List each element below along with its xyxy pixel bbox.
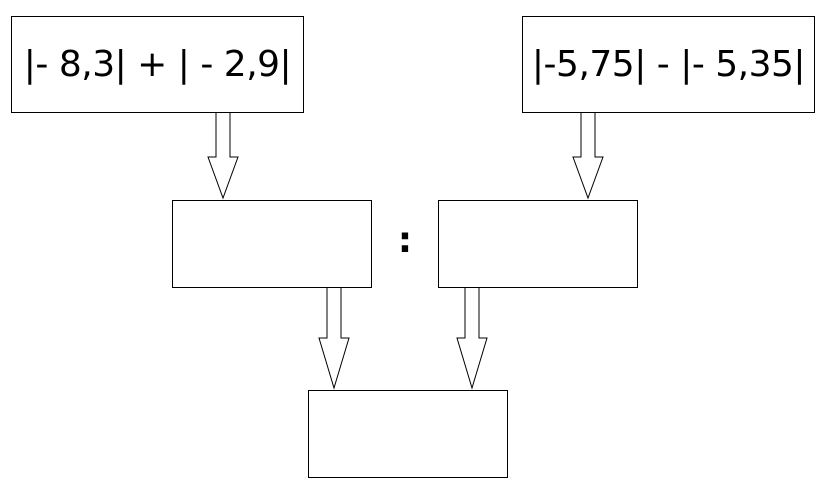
expression-box-right: |-5,75| - |- 5,35| bbox=[522, 16, 815, 113]
expression-box-left: |- 8,3| + | - 2,9| bbox=[11, 16, 304, 113]
arrow-down-icon bbox=[572, 113, 604, 200]
result-box-right[interactable] bbox=[438, 200, 638, 288]
division-operator: : bbox=[397, 219, 413, 261]
expression-right-text: |-5,75| - |- 5,35| bbox=[531, 44, 806, 85]
arrow-down-icon bbox=[318, 288, 350, 390]
arrow-down-icon bbox=[207, 113, 239, 200]
final-result-box[interactable] bbox=[308, 390, 508, 478]
arrow-down-icon bbox=[456, 288, 488, 390]
expression-left-text: |- 8,3| + | - 2,9| bbox=[23, 44, 292, 85]
result-box-left[interactable] bbox=[172, 200, 372, 288]
